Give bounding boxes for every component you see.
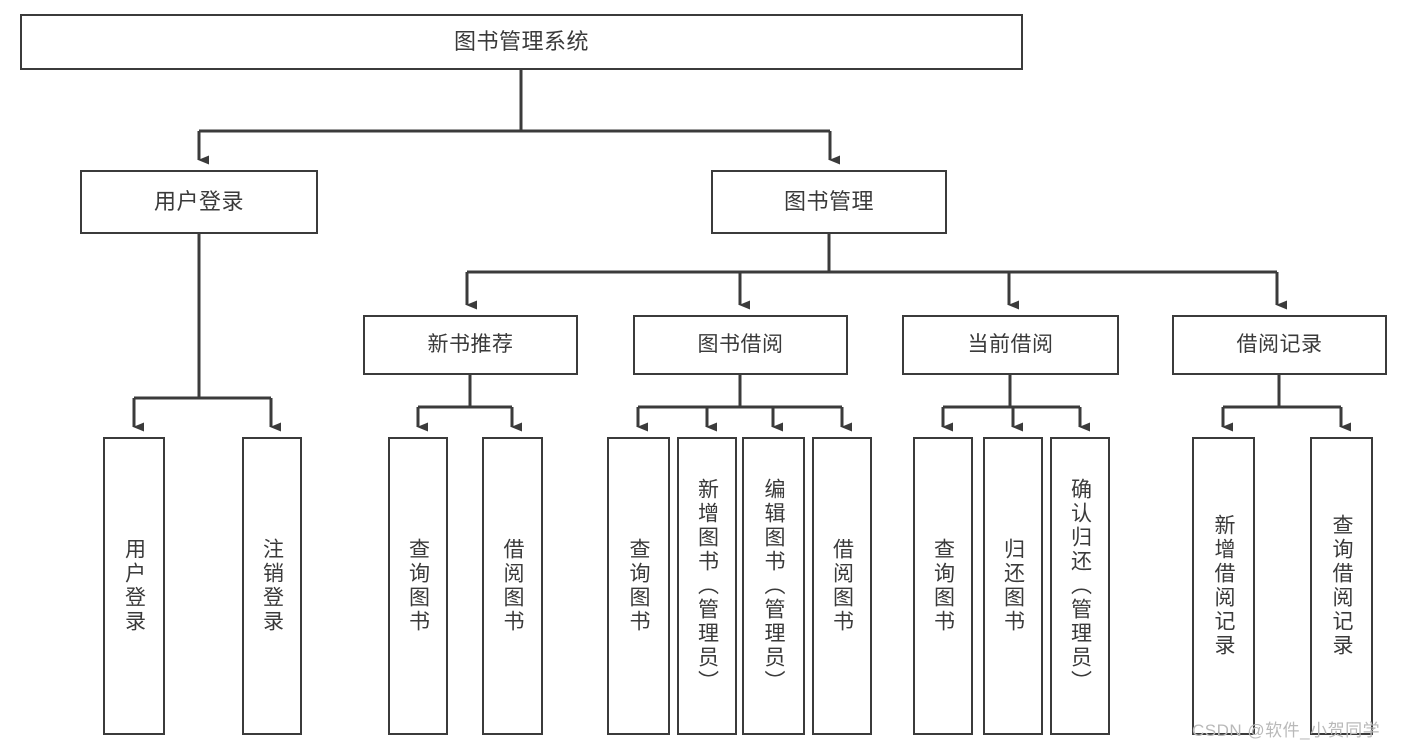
node-label-leaf-add-borrow-record: 新增借阅记录 [1212, 514, 1235, 658]
node-leaf-query-borrow-record[interactable]: 查询借阅记录 [1310, 437, 1373, 735]
node-new-book-recommend[interactable]: 新书推荐 [363, 315, 578, 375]
edge-userlogin-to-leaves [132, 234, 281, 432]
edge-bookborrow-to-leaves [636, 375, 852, 432]
node-label-root-system: 图书管理系统 [453, 29, 589, 55]
edge-newbook-to-leaves [416, 375, 522, 432]
node-label-book-manage-group: 图书管理 [783, 189, 874, 215]
node-current-borrow[interactable]: 当前借阅 [902, 315, 1119, 375]
node-leaf-borrow-book-2[interactable]: 借阅图书 [812, 437, 872, 735]
node-root-system[interactable]: 图书管理系统 [20, 14, 1023, 70]
node-label-leaf-return-book: 归还图书 [1001, 538, 1025, 634]
node-label-leaf-query-book-3: 查询图书 [931, 538, 955, 634]
node-label-leaf-logout: 注销登录 [260, 538, 284, 634]
node-label-leaf-query-book-1: 查询图书 [406, 538, 430, 634]
node-label-new-book-recommend: 新书推荐 [427, 332, 514, 356]
node-user-login-group[interactable]: 用户登录 [80, 170, 318, 234]
node-leaf-logout[interactable]: 注销登录 [242, 437, 302, 735]
node-label-current-borrow: 当前借阅 [967, 332, 1054, 356]
node-label-leaf-add-book: 新增图书（管理员） [695, 478, 719, 694]
node-book-borrow[interactable]: 图书借阅 [633, 315, 848, 375]
edge-borrowrecord-to-leaves [1221, 375, 1351, 432]
node-label-leaf-borrow-book-2: 借阅图书 [830, 538, 854, 634]
node-label-user-login-group: 用户登录 [153, 189, 244, 215]
node-leaf-add-borrow-record[interactable]: 新增借阅记录 [1192, 437, 1255, 735]
node-leaf-user-login[interactable]: 用户登录 [103, 437, 165, 735]
node-label-leaf-query-borrow-record: 查询借阅记录 [1330, 514, 1353, 658]
node-label-leaf-query-book-2: 查询图书 [627, 538, 650, 634]
node-book-manage-group[interactable]: 图书管理 [711, 170, 947, 234]
node-leaf-confirm-return[interactable]: 确认归还（管理员） [1050, 437, 1110, 735]
node-leaf-query-book-2[interactable]: 查询图书 [607, 437, 670, 735]
edge-bookmanage-to-level2 [465, 234, 1287, 310]
node-leaf-borrow-book-1[interactable]: 借阅图书 [482, 437, 543, 735]
node-leaf-query-book-1[interactable]: 查询图书 [388, 437, 448, 735]
node-leaf-return-book[interactable]: 归还图书 [983, 437, 1043, 735]
node-borrow-record[interactable]: 借阅记录 [1172, 315, 1387, 375]
node-leaf-add-book[interactable]: 新增图书（管理员） [677, 437, 737, 735]
node-label-leaf-confirm-return: 确认归还（管理员） [1068, 478, 1092, 694]
node-label-book-borrow: 图书借阅 [697, 332, 784, 356]
node-label-leaf-borrow-book-1: 借阅图书 [501, 538, 524, 634]
edge-root-to-level1 [197, 70, 840, 165]
node-leaf-query-book-3[interactable]: 查询图书 [913, 437, 973, 735]
edge-currentborrow-to-leaves [941, 375, 1090, 432]
node-label-leaf-edit-book: 编辑图书（管理员） [762, 478, 785, 694]
node-leaf-edit-book[interactable]: 编辑图书（管理员） [742, 437, 805, 735]
node-label-borrow-record: 借阅记录 [1236, 332, 1323, 356]
node-label-leaf-user-login: 用户登录 [122, 538, 146, 634]
